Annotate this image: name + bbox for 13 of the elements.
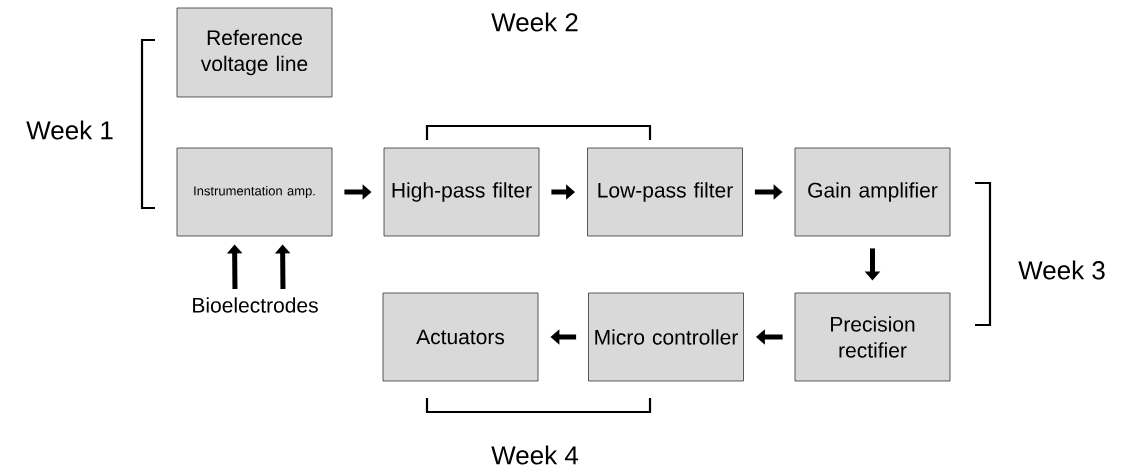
week-label: Week 4	[491, 445, 579, 465]
block-box: Precision rectifier	[794, 292, 951, 382]
input-label: Bioelectrodes	[193, 297, 318, 313]
block-box: Low-pass filter	[587, 147, 743, 237]
block-box: Actuators	[382, 292, 539, 382]
week-label: Week 2	[491, 12, 578, 32]
block-box: Instrumentation amp.	[176, 147, 333, 237]
block-box: High-pass filter	[383, 147, 540, 237]
block-box: Micro controller	[588, 292, 744, 382]
block-box: Reference voltage line	[176, 7, 333, 98]
week-label: Week 1	[26, 120, 113, 140]
block-box: Gain amplifier	[794, 147, 951, 237]
week-label: Week 3	[1018, 260, 1105, 280]
